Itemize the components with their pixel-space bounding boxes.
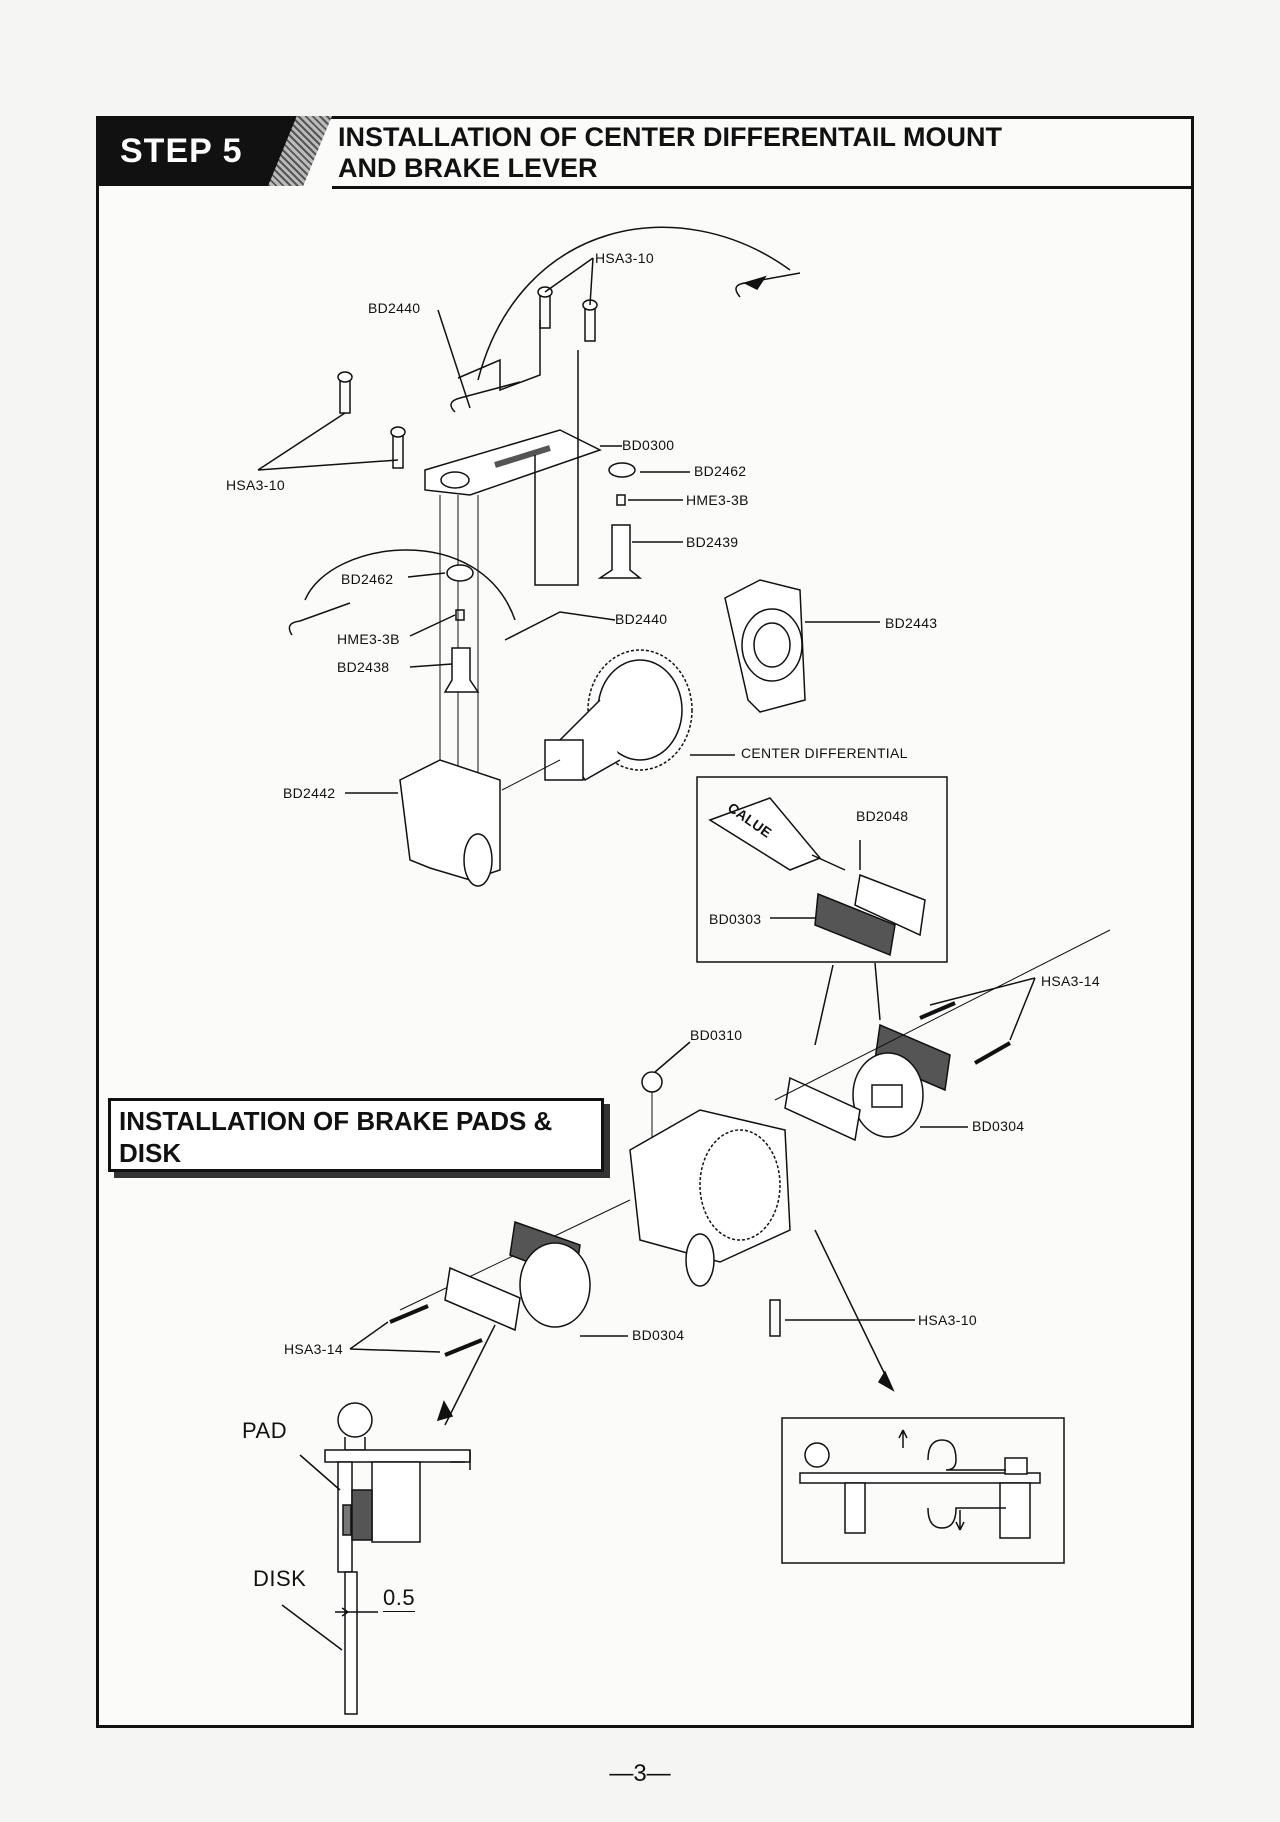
lever-detail-box [781, 1417, 1065, 1564]
label-bd2048: BD2048 [856, 808, 909, 824]
label-bd2462-left: BD2462 [341, 571, 394, 587]
arrow-to-detail-right [814, 1229, 891, 1386]
label-bd2442: BD2442 [283, 785, 336, 801]
mount-plate-hole [440, 471, 470, 489]
title-rule [332, 186, 1194, 189]
guide-arc-left [304, 549, 516, 621]
arrowhead-detail-left [436, 1400, 454, 1422]
label-bd2443: BD2443 [885, 615, 938, 631]
label-disk: DISK [253, 1566, 307, 1591]
step-title: INSTALLATION OF CENTER DIFFERENTAIL MOUN… [338, 122, 1098, 184]
label-gap-dimension: 0.5 [383, 1585, 416, 1612]
cotter-pin-top [735, 272, 801, 298]
step-title-line1: INSTALLATION OF CENTER DIFFERENTAIL MOUN… [338, 122, 1002, 152]
disk-bd0304-lower [519, 1242, 591, 1328]
label-center-differential: CENTER DIFFERENTIAL [741, 745, 908, 761]
disk-bd0304-right [852, 1052, 924, 1138]
step-badge: STEP 5 [96, 116, 301, 186]
axis-line-upper [774, 929, 1111, 1101]
mount-bd2443-bore [753, 622, 791, 668]
screw-hsa3-10-b [582, 299, 598, 342]
label-bd0303: BD0303 [709, 911, 762, 927]
brake-lever-top [450, 381, 521, 413]
brake-lever-mid [504, 611, 616, 641]
label-bd2440-top: BD2440 [368, 300, 421, 316]
label-bd0310: BD0310 [690, 1027, 743, 1043]
arrow-to-detail-left [444, 1324, 496, 1426]
pad-plate-lower [444, 1266, 521, 1332]
label-hsa3-10-top: HSA3-10 [595, 250, 654, 266]
label-hme3-3b-left: HME3-3B [337, 631, 400, 647]
label-hsa3-14-right: HSA3-14 [1041, 973, 1100, 989]
assembled-diff-mount [629, 1109, 791, 1287]
subsection-title-line2: DISK [119, 1138, 182, 1168]
leader-bd2440-top [437, 309, 471, 409]
setscrew-hme3-3b-left [455, 609, 465, 621]
post-bd2438 [443, 647, 480, 693]
leader-pad [299, 1454, 341, 1491]
label-pad: PAD [242, 1418, 288, 1443]
glue-inset-box [696, 776, 948, 963]
bushing-bd2462-left [446, 564, 474, 582]
guide-lines-vertical [439, 495, 479, 790]
guide-line-diff [501, 759, 561, 791]
center-differential [544, 649, 693, 782]
leader-hsa3-14-right [929, 977, 1036, 1041]
label-hme3-3b-right: HME3-3B [686, 492, 749, 508]
leader-hsa3-10-left [257, 412, 399, 471]
step-title-line2: AND BRAKE LEVER [338, 153, 598, 183]
guide-arc-top [477, 226, 791, 381]
leaders-right-stack [628, 471, 690, 543]
gap-dimension [335, 1607, 378, 1617]
lever-detail-drawing [799, 1429, 1041, 1539]
label-bd2440-mid: BD2440 [615, 611, 668, 627]
screw-hsa3-10-c [337, 371, 353, 414]
label-bd2438: BD2438 [337, 659, 390, 675]
screws-hsa3-14-left [389, 1304, 483, 1357]
leader-disk [281, 1604, 343, 1651]
label-bd0304-right: BD0304 [972, 1118, 1025, 1134]
leader-bd0310 [654, 1041, 691, 1073]
mount-bd2443-bearing [741, 608, 803, 682]
leaders-left-stack [407, 572, 456, 668]
subsection-title-line1: INSTALLATION OF BRAKE PADS & [119, 1106, 553, 1136]
setscrew-hme3-3b-right [616, 494, 626, 506]
screws-hsa3-14-right [919, 1001, 1011, 1065]
label-bd2462-right: BD2462 [694, 463, 747, 479]
disk-bd0304-right-hub [871, 1084, 903, 1108]
screw-hsa3-10-d [390, 426, 406, 469]
label-hsa3-10-left: HSA3-10 [226, 477, 285, 493]
screw-hsa3-10-lower [769, 1299, 781, 1337]
leaders-inset [770, 840, 861, 919]
guide-lines-upper [457, 320, 579, 586]
label-bd0304-lower: BD0304 [632, 1327, 685, 1343]
mount-bd2443 [724, 579, 806, 713]
brake-section-detail [324, 1402, 471, 1715]
leader-hsa3-10-top [544, 257, 594, 306]
cotter-pin-left [288, 602, 351, 636]
brake-pad-bd0303 [814, 892, 896, 957]
mount-plate-slot [494, 445, 551, 468]
glue-nozzle [811, 854, 846, 871]
pad-plate-upper [784, 1076, 861, 1142]
brake-pad-bd2048 [854, 873, 926, 937]
label-bd0300: BD0300 [622, 437, 675, 453]
arrows-from-inset [814, 962, 881, 1046]
arrowhead-detail-right [877, 1370, 895, 1392]
post-bd2439 [597, 524, 643, 579]
label-bd2439: BD2439 [686, 534, 739, 550]
bushing-bd2462-right [608, 462, 636, 478]
leader-hsa3-14-left [349, 1321, 441, 1353]
mount-bd2442-foot [463, 833, 493, 887]
subsection-title-box: INSTALLATION OF BRAKE PADS & DISK [108, 1098, 604, 1172]
ball-bd0310 [641, 1071, 663, 1093]
page-number: —3— [609, 1760, 671, 1787]
label-hsa3-14-left: HSA3-14 [284, 1341, 343, 1357]
label-hsa3-10-lower: HSA3-10 [918, 1312, 977, 1328]
